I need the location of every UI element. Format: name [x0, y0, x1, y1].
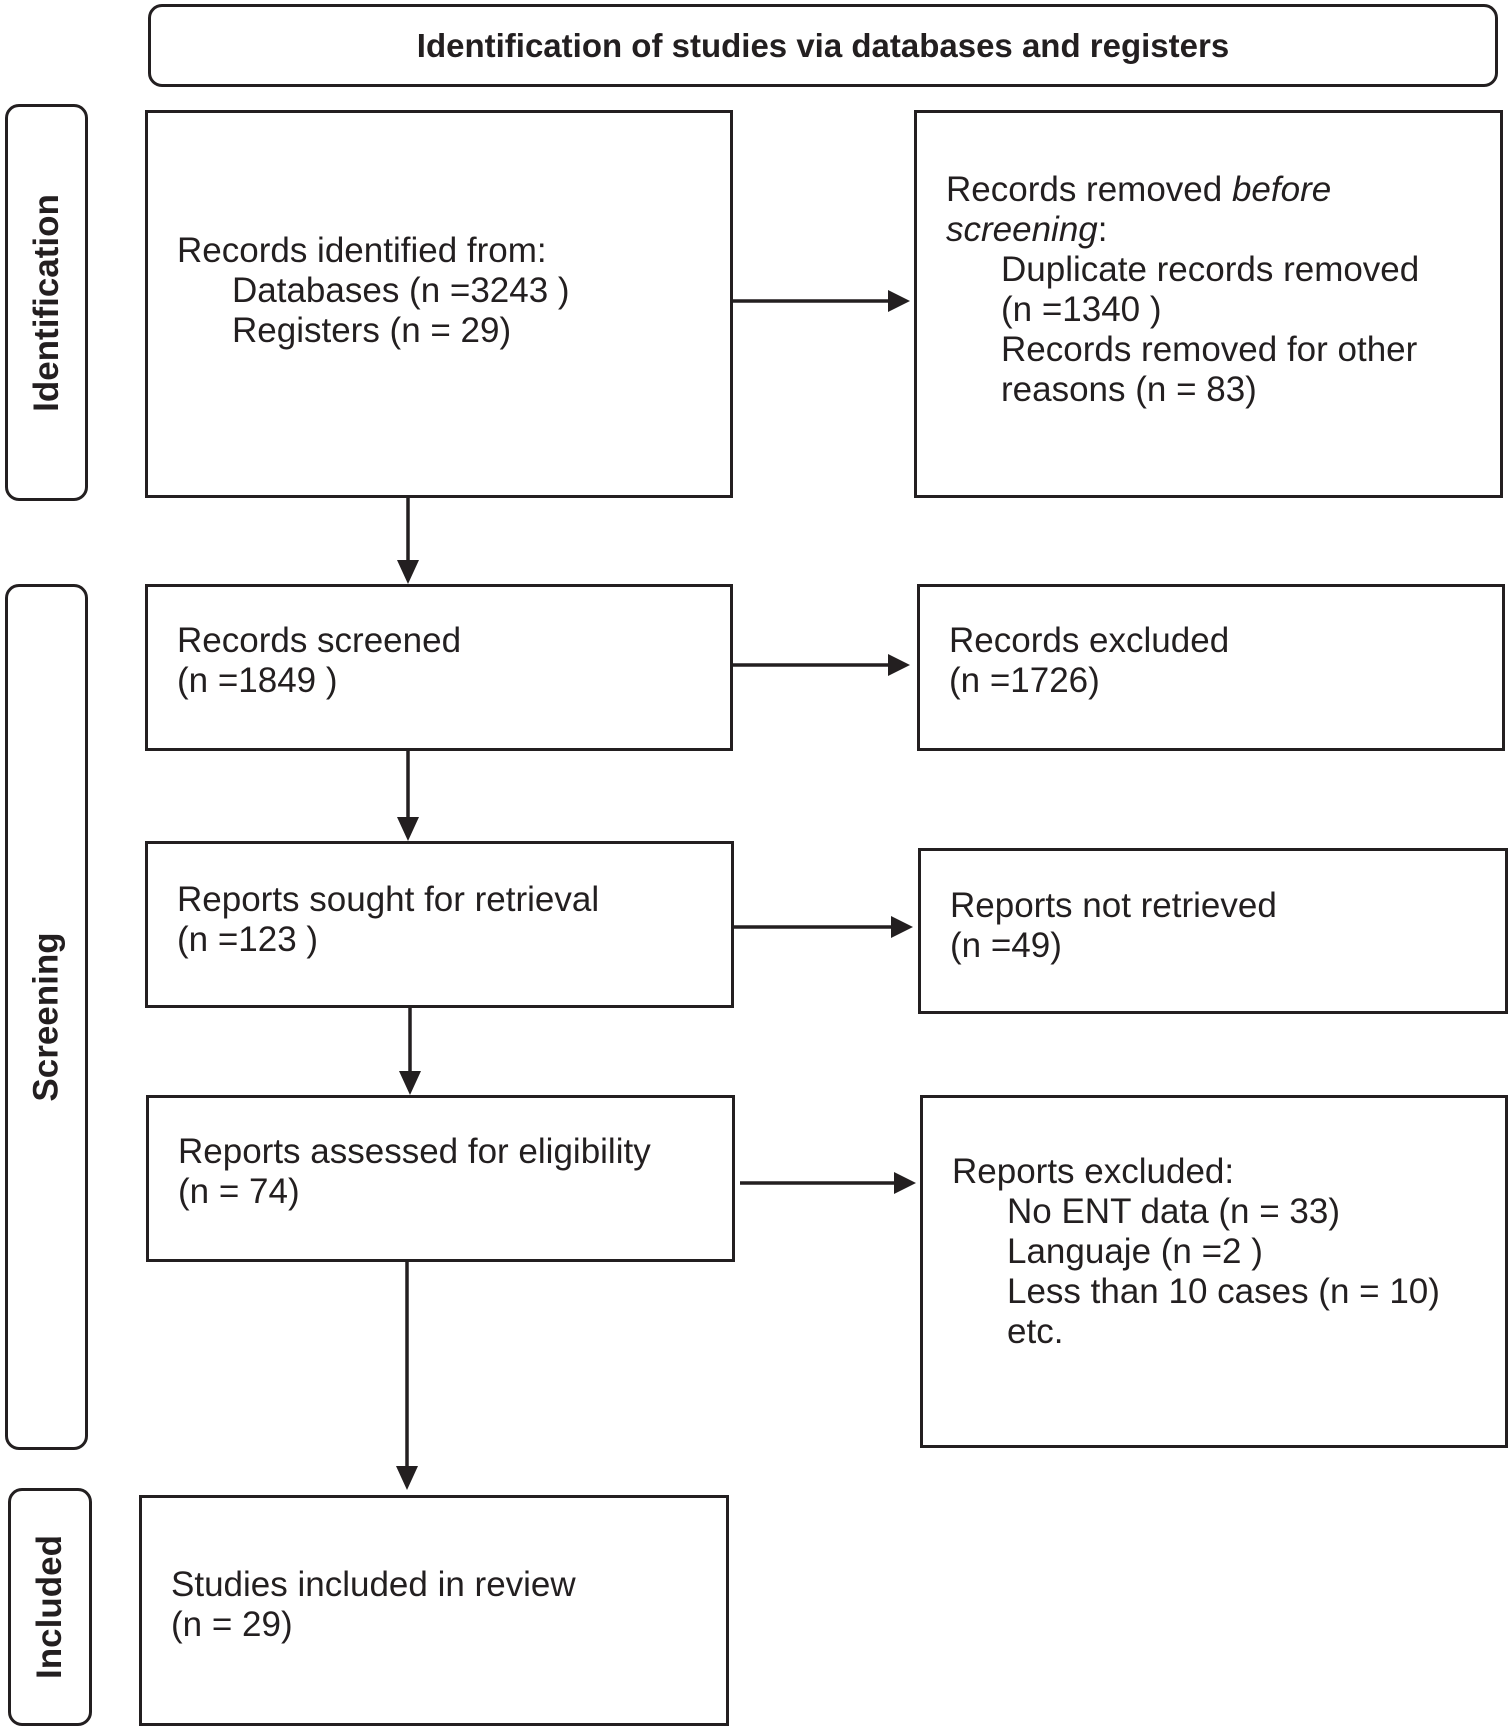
header-title: Identification of studies via databases … [416, 26, 1230, 64]
duplicates-removed-line1: Duplicate records removed [1001, 250, 1420, 289]
reports-excluded-box: Reports excluded: No ENT data (n = 33) L… [920, 1095, 1508, 1448]
reports-excluded-item: Languaje (n =2 ) [1007, 1231, 1263, 1271]
reports-excluded-item: No ENT data (n = 33) [1007, 1191, 1340, 1231]
records-identified-title: Records identified from: [177, 231, 547, 270]
studies-included-label: Studies included in review [171, 1564, 576, 1604]
records-excluded-box: Records excluded (n =1726) [917, 584, 1505, 751]
reports-excluded-item: etc. [1007, 1311, 1064, 1351]
other-removed-line1: Records removed for other [1001, 330, 1418, 369]
phase-screening: Screening [5, 584, 88, 1450]
records-removed-title-suffix: : [1097, 210, 1108, 249]
records-screened-label: Records screened [177, 620, 462, 660]
records-identified-box: Records identified from: Databases (n =3… [145, 110, 733, 498]
records-excluded-label: Records excluded [949, 620, 1230, 660]
records-removed-title-italic: before [1231, 170, 1332, 209]
reports-assessed-box: Reports assessed for eligibility (n = 74… [146, 1095, 735, 1262]
reports-not-retrieved-count: (n =49) [950, 926, 1062, 965]
reports-sought-label: Reports sought for retrieval [177, 879, 600, 919]
records-removed-title: Records removed before [946, 170, 1500, 210]
phase-identification: Identification [5, 104, 88, 501]
records-removed-title-line2: screening: [946, 210, 1500, 250]
reports-assessed-count: (n = 74) [178, 1171, 300, 1211]
studies-included-count: (n = 29) [171, 1604, 293, 1644]
reports-assessed-label: Reports assessed for eligibility [178, 1131, 651, 1171]
records-removed-box: Records removed before screening: Duplic… [914, 110, 1503, 498]
arrow-assessed-to-included [396, 1262, 418, 1490]
arrow-assessed-to-reports-excluded [740, 1172, 916, 1194]
arrow-screened-to-excluded [733, 654, 910, 676]
records-removed-title-italic2: screening [946, 210, 1098, 249]
arrow-identified-to-removed [733, 290, 910, 312]
arrow-sought-to-not-retrieved [734, 916, 913, 938]
phase-included: Included [8, 1488, 92, 1726]
databases-count: Databases (n =3243 ) [232, 271, 570, 310]
reports-sought-box: Reports sought for retrieval (n =123 ) [145, 841, 734, 1008]
other-removed-line2: reasons (n = 83) [1001, 370, 1257, 409]
records-screened-box: Records screened (n =1849 ) [145, 584, 733, 751]
studies-included-box: Studies included in review (n = 29) [139, 1495, 729, 1726]
reports-not-retrieved-label: Reports not retrieved [950, 886, 1277, 925]
duplicates-removed-line2: (n =1340 ) [1001, 290, 1162, 329]
records-excluded-count: (n =1726) [949, 660, 1100, 700]
reports-excluded-title: Reports excluded: [952, 1151, 1235, 1191]
arrow-sought-to-assessed [399, 1008, 421, 1095]
reports-not-retrieved-box: Reports not retrieved (n =49) [918, 848, 1508, 1014]
header-box: Identification of studies via databases … [148, 4, 1498, 87]
records-removed-title-prefix: Records removed [946, 170, 1232, 209]
reports-excluded-item: Less than 10 cases (n = 10) [1007, 1271, 1440, 1311]
reports-sought-count: (n =123 ) [177, 919, 319, 959]
arrow-screened-to-sought [397, 751, 419, 841]
arrow-identified-to-screened [397, 498, 419, 584]
registers-count: Registers (n = 29) [232, 311, 512, 350]
records-screened-count: (n =1849 ) [177, 660, 338, 700]
